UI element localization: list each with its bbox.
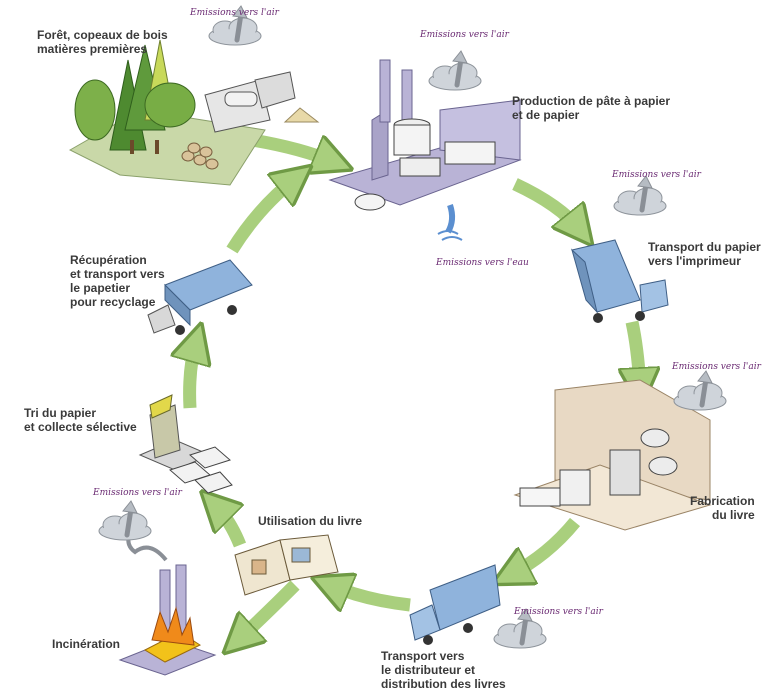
open-book-illustration: [234, 534, 339, 596]
arrow-fabrication-to-transport: [510, 517, 581, 575]
arrow-recuperation-to-production: [226, 178, 296, 254]
cloud-icon: [614, 176, 666, 215]
label-production: Production de pâte à papier et de papier: [512, 94, 671, 122]
arrow-transport-to-utilisation: [330, 585, 411, 605]
incinerator-illustration: [118, 531, 217, 676]
label-transport-papier: Transport du papier vers l'imprimeur: [648, 240, 761, 268]
emission-air-label: Emissions vers l'air: [612, 170, 701, 180]
emission-air-label: Emissions vers l'air: [514, 607, 603, 617]
label-utilisation: Utilisation du livre: [258, 514, 363, 528]
book-factory-illustration: [513, 379, 712, 531]
emission-air-label: Emissions vers l'air: [672, 362, 761, 372]
label-recuperation: Récupération et transport vers le papeti…: [70, 253, 165, 309]
arrow-tri-to-recuperation: [190, 342, 196, 409]
emission-air-label: Emissions vers l'air: [420, 30, 509, 40]
paper-factory-illustration: [328, 59, 522, 241]
cloud-icon: [99, 501, 151, 540]
arrow-production-to-transport: [512, 178, 580, 230]
recycling-bin-illustration: [138, 394, 233, 494]
truck-to-distributor-illustration: [409, 564, 501, 645]
cloud-icon: [674, 371, 726, 410]
label-incineration: Incinération: [52, 637, 121, 651]
label-foret: Forêt, copeaux de bois matières première…: [37, 28, 168, 56]
truck-to-printer-illustration: [571, 239, 669, 323]
recycling-truck-illustration: [147, 259, 253, 335]
arrow-foret-to-production: [250, 133, 334, 162]
label-fabrication: Fabrication du livre: [690, 494, 755, 522]
label-transport-livres: Transport vers le distributeur et distri…: [381, 649, 506, 691]
arrow-transport-to-fabrication: [632, 320, 640, 388]
emission-eau-label: Emissions vers l'eau: [436, 258, 529, 268]
cycle-arrows: [190, 133, 640, 640]
forest-illustration: [68, 39, 320, 186]
emission-air-label: Emissions vers l'air: [93, 488, 182, 498]
arrow-utilisation-to-tri: [215, 505, 247, 548]
cloud-icon: [429, 51, 481, 90]
label-tri: Tri du papier et collecte sélective: [24, 406, 137, 434]
arrow-utilisation-to-incineration: [238, 580, 300, 640]
emission-air-label: Emissions vers l'air: [190, 8, 279, 18]
